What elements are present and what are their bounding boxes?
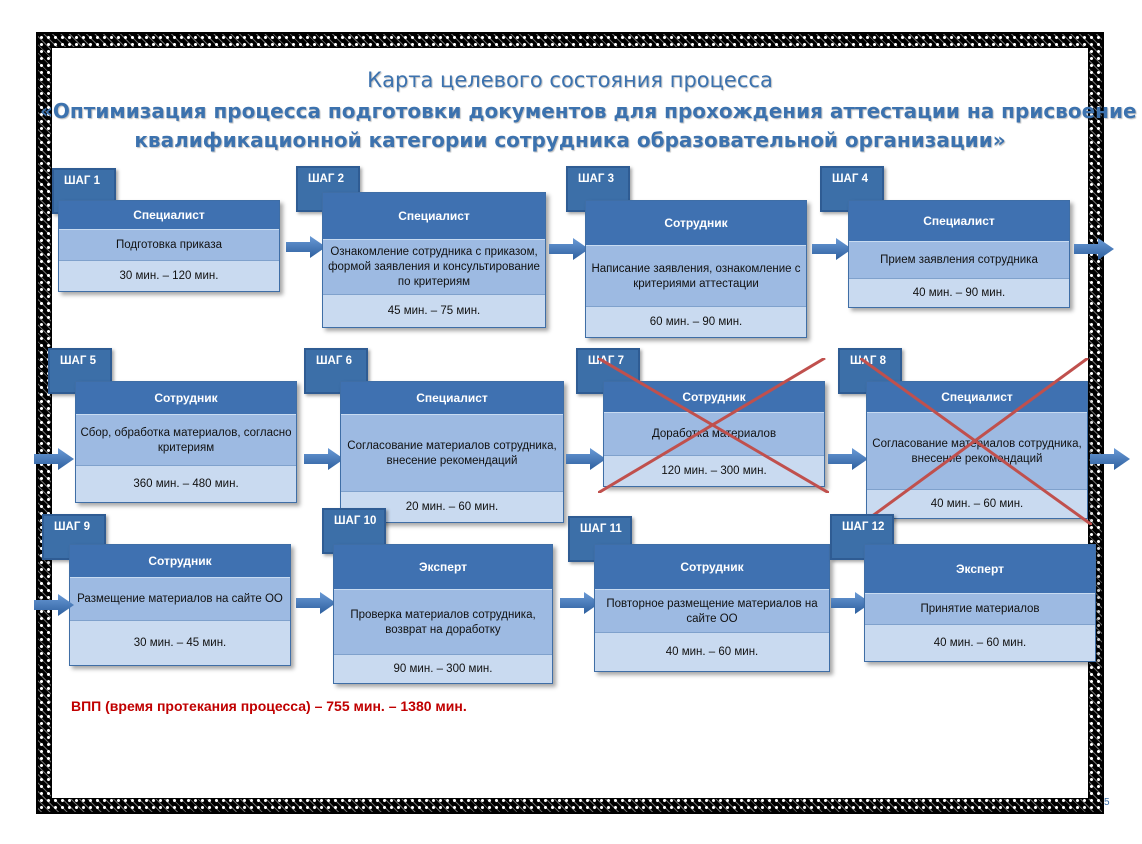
- title-line-3: квалификационной категории сотрудника об…: [134, 128, 1006, 152]
- step-4-duration: 40 мин. – 90 мин.: [849, 278, 1069, 307]
- step-1-duration: 30 мин. – 120 мин.: [59, 260, 279, 291]
- step-8-role: Специалист: [867, 382, 1087, 412]
- step-8-task: Согласование материалов сотрудника, внес…: [867, 412, 1087, 490]
- step-9-outgoing-arrow: [296, 592, 336, 614]
- step-7-task: Доработка материалов: [604, 412, 824, 456]
- step-4-outgoing-arrow: [1074, 238, 1114, 260]
- step-10-role: Эксперт: [334, 545, 552, 589]
- step-9-incoming-arrow: [34, 594, 74, 616]
- step-1-outgoing-arrow: [286, 236, 326, 258]
- step-4-task: Прием заявления сотрудника: [849, 241, 1069, 279]
- step-11-duration: 40 мин. – 60 мин.: [595, 632, 829, 671]
- total-process-time: ВПП (время протекания процесса) – 755 ми…: [71, 698, 467, 714]
- step-12-duration: 40 мин. – 60 мин.: [865, 624, 1095, 661]
- step-7-duration: 120 мин. – 300 мин.: [604, 455, 824, 486]
- step-10-duration: 90 мин. – 300 мин.: [334, 654, 552, 683]
- step-3-outgoing-arrow: [812, 238, 852, 260]
- step-12-task: Принятие материалов: [865, 593, 1095, 625]
- step-5-incoming-arrow: [34, 448, 74, 470]
- step-5-role: Сотрудник: [76, 382, 296, 414]
- step-11-task: Повторное размещение материалов на сайте…: [595, 589, 829, 633]
- step-6-outgoing-arrow: [566, 448, 606, 470]
- step-2-outgoing-arrow: [549, 238, 589, 260]
- title-line-1: Карта целевого состояния процесса: [367, 68, 773, 92]
- step-5-task: Сбор, обработка материалов, согласно кри…: [76, 414, 296, 466]
- step-3-task: Написание заявления, ознакомление с крит…: [586, 245, 806, 307]
- step-1-task: Подготовка приказа: [59, 229, 279, 261]
- step-6-task: Согласование материалов сотрудника, внес…: [341, 414, 563, 492]
- step-8-duration: 40 мин. – 60 мин.: [867, 489, 1087, 518]
- step-4-role: Специалист: [849, 201, 1069, 241]
- step-12-role: Эксперт: [865, 545, 1095, 593]
- page-number: 5: [1104, 797, 1110, 808]
- step-7-outgoing-arrow: [828, 448, 868, 470]
- title-line-2: «Оптимизация процесса подготовки докумен…: [40, 99, 1137, 123]
- step-2-task: Ознакомление сотрудника с приказом, форм…: [323, 239, 545, 295]
- step-9-duration: 30 мин. – 45 мин.: [70, 620, 290, 665]
- step-9-role: Сотрудник: [70, 545, 290, 577]
- step-2-duration: 45 мин. – 75 мин.: [323, 294, 545, 327]
- step-5-outgoing-arrow: [304, 448, 344, 470]
- step-11-outgoing-arrow: [831, 592, 871, 614]
- step-8-outgoing-arrow: [1090, 448, 1130, 470]
- step-6-role: Специалист: [341, 382, 563, 414]
- step-3-duration: 60 мин. – 90 мин.: [586, 306, 806, 337]
- step-5-duration: 360 мин. – 480 мин.: [76, 465, 296, 502]
- step-11-role: Сотрудник: [595, 545, 829, 589]
- step-3-role: Сотрудник: [586, 201, 806, 245]
- step-2-role: Специалист: [323, 193, 545, 239]
- step-7-role: Сотрудник: [604, 382, 824, 412]
- step-1-role: Специалист: [59, 201, 279, 229]
- step-10-task: Проверка материалов сотрудника, возврат …: [334, 589, 552, 655]
- step-10-outgoing-arrow: [560, 592, 600, 614]
- step-9-task: Размещение материалов на сайте ОО: [70, 577, 290, 621]
